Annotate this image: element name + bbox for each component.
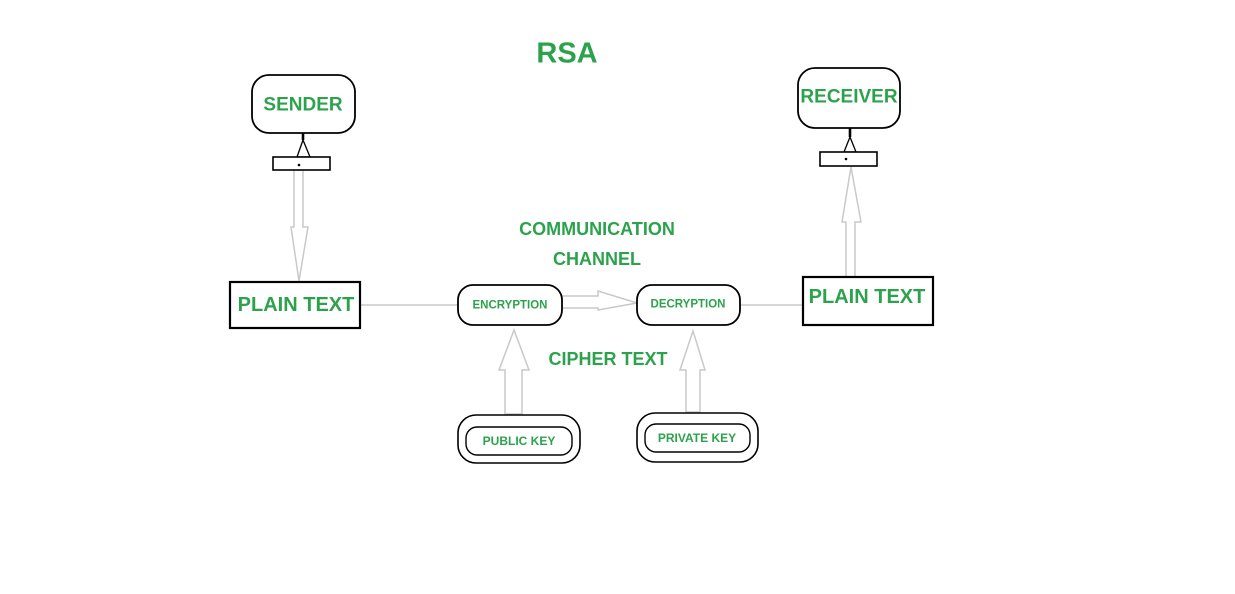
sender-box bbox=[251, 74, 356, 134]
sender-connector-dot bbox=[297, 163, 301, 167]
encryption-box bbox=[457, 284, 563, 326]
public-key-inner-box bbox=[465, 426, 573, 456]
communication-channel-label-line1: COMMUNICATION bbox=[519, 219, 675, 239]
arrow-privatekey-to-decryption bbox=[678, 328, 707, 413]
plaintext-right-box bbox=[801, 275, 935, 327]
encryption-label: ENCRYPTION bbox=[472, 299, 548, 312]
sender-label: SENDER bbox=[263, 94, 343, 116]
arrow-plaintext-to-receiver bbox=[841, 166, 862, 278]
decryption-label: DECRYPTION bbox=[650, 298, 726, 311]
private-key-inner-box bbox=[644, 423, 751, 453]
plaintext-right-label: PLAIN TEXT bbox=[808, 286, 926, 308]
receiver-connector-dot bbox=[844, 157, 848, 161]
sender-connector-bar bbox=[272, 156, 331, 171]
sender-connector-funnel bbox=[296, 138, 311, 158]
arrow-publickey-to-encryption bbox=[497, 327, 531, 415]
public-key-label: PUBLIC KEY bbox=[482, 434, 556, 448]
arrow-sender-to-plaintext bbox=[290, 169, 309, 282]
receiver-connector-funnel bbox=[843, 135, 857, 153]
receiver-label: RECEIVER bbox=[800, 86, 898, 108]
plaintext-left-box bbox=[228, 280, 362, 330]
arrow-encryption-to-decryption bbox=[561, 289, 638, 311]
receiver-connector-bar bbox=[819, 151, 878, 167]
communication-channel-label-line2: CHANNEL bbox=[553, 249, 641, 269]
receiver-box bbox=[797, 67, 901, 129]
diagram-title: RSA bbox=[536, 37, 598, 70]
private-key-label: PRIVATE KEY bbox=[657, 431, 737, 445]
plaintext-left-label: PLAIN TEXT bbox=[237, 294, 355, 316]
decryption-box bbox=[636, 284, 741, 326]
cipher-text-label: CIPHER TEXT bbox=[548, 349, 668, 369]
